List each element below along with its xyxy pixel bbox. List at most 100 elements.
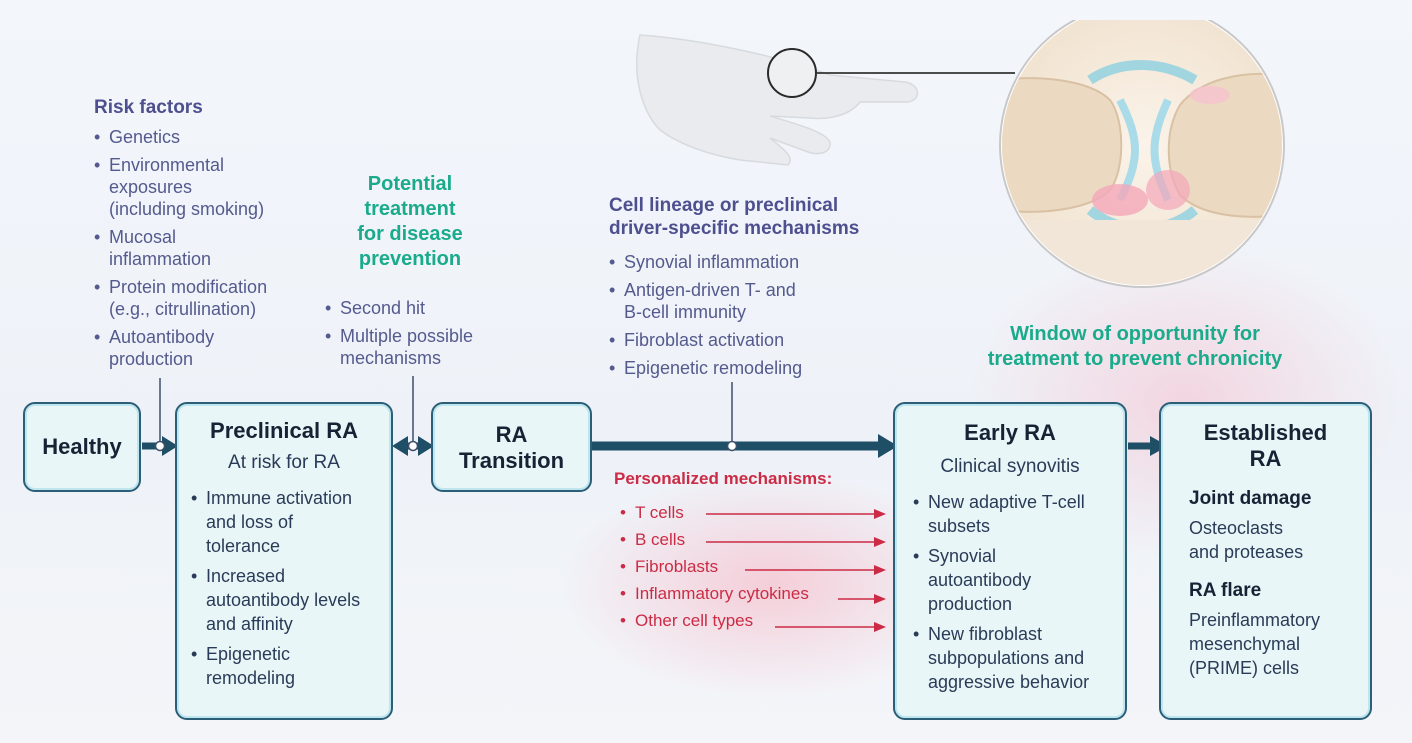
personalized-mechanism-item: Inflammatory cytokines xyxy=(620,584,860,611)
preclinical-list: Immune activation and loss of toleranceInc… xyxy=(191,486,391,690)
hand-icon xyxy=(636,34,919,166)
established-section-line: (PRIME) cells xyxy=(1189,658,1300,678)
preclinical-item: Epigenetic remodeling xyxy=(191,642,391,690)
risk-factor-item-line: Protein modification xyxy=(109,277,268,297)
window-line: Window of opportunity for xyxy=(1010,323,1260,345)
transition-note-item-line: mechanisms xyxy=(340,348,442,368)
risk-factor-item-line: Genetics xyxy=(109,127,181,147)
risk-factor-item-line: Environmental xyxy=(109,155,225,175)
preclinical-item-line: remodeling xyxy=(206,668,296,688)
personalized-mechanism-item: B cells xyxy=(620,530,860,557)
established-section-heading: Joint damage xyxy=(1189,488,1312,509)
cell-lineage-item: Fibroblast activation xyxy=(609,329,869,351)
healthy-title: Healthy xyxy=(42,434,122,459)
risk-factor-item-line: (e.g., citrullination) xyxy=(109,299,257,319)
personalized-mechanism-item: Other cell types xyxy=(620,611,860,638)
risk-factors-heading: Risk factors xyxy=(94,97,203,118)
risk-factor-item: Genetics xyxy=(94,126,324,148)
cell-lineage-title-line: Cell lineage or preclinical xyxy=(609,195,839,216)
preclinical-item: Immune activation and loss of tolerance xyxy=(191,486,391,558)
early-item: New adaptive T-cell subsets xyxy=(913,490,1125,538)
cell-lineage-item-line: Fibroblast activation xyxy=(624,330,785,350)
preclinical-item-line: and affinity xyxy=(206,614,293,634)
established-section-line: Preinflammatory xyxy=(1189,610,1321,630)
cell-lineage-list: Synovial inflammationAntigen-driven T- a… xyxy=(609,251,869,385)
preclinical-ra-box: Preclinical RA At risk for RA Immune act… xyxy=(175,402,393,720)
early-item-line: subpopulations and xyxy=(928,648,1085,668)
preclinical-item-line: and loss of xyxy=(206,512,294,532)
personalized-mechanism-item: Fibroblasts xyxy=(620,557,860,584)
risk-factor-item-line: Autoantibody xyxy=(109,327,215,347)
transition-note-item-line: Multiple possible xyxy=(340,326,474,346)
preclinical-item: Increased autoantibody levels and affinity xyxy=(191,564,391,636)
established-section-line: Osteoclasts xyxy=(1189,518,1284,538)
early-item: New fibroblast subpopulations and aggressi… xyxy=(913,622,1125,694)
established-section-line: and proteases xyxy=(1189,542,1304,562)
preclinical-subtitle: At risk for RA xyxy=(228,452,340,473)
prevention-line: prevention xyxy=(358,248,462,270)
established-section-heading: RA flare xyxy=(1189,580,1262,601)
preclinical-item-line: autoantibody levels xyxy=(206,590,361,610)
cell-lineage-item: Synovial inflammation xyxy=(609,251,869,273)
preclinical-item-line: Increased xyxy=(206,566,286,586)
prevention-line: for disease xyxy=(357,223,463,245)
hand-joint-illustration xyxy=(636,20,1285,288)
risk-factor-item-line: (including smoking) xyxy=(109,199,265,219)
early-subtitle: Clinical synovitis xyxy=(940,456,1080,477)
cell-lineage-title-line: driver-specific mechanisms xyxy=(609,218,860,239)
transition-note-item-line: Second hit xyxy=(340,298,426,318)
transition-title-line: RA xyxy=(495,422,528,447)
early-item-line: aggressive behavior xyxy=(928,672,1090,692)
preclinical-item-line: tolerance xyxy=(206,536,281,556)
early-title: Early RA xyxy=(964,420,1056,445)
personalized-mechanism-item: T cells xyxy=(620,503,860,530)
cell-lineage-item-line: Epigenetic remodeling xyxy=(624,358,803,378)
preclinical-item-line: Epigenetic xyxy=(206,644,291,664)
transition-title-line: Transition xyxy=(458,448,565,473)
window-of-opportunity-label: Window of opportunity for treatment to pr… xyxy=(960,322,1310,372)
early-item-line: New adaptive T-cell xyxy=(928,492,1085,512)
established-section-body: Osteoclasts and proteases xyxy=(1189,516,1370,564)
cell-lineage-item-line: Synovial inflammation xyxy=(624,252,800,272)
risk-factor-item-line: production xyxy=(109,349,194,369)
window-line: treatment to prevent chronicity xyxy=(987,348,1283,370)
risk-factor-item-line: inflammation xyxy=(109,249,212,269)
risk-factors-list: GeneticsEnvironmentalexposures(including… xyxy=(94,126,324,376)
healthy-box: Healthy xyxy=(23,402,141,492)
early-ra-box: Early RA Clinical synovitis New adaptive… xyxy=(893,402,1127,720)
early-item-line: Synovial xyxy=(928,546,997,566)
established-section-line: mesenchymal xyxy=(1189,634,1301,654)
early-item-line: production xyxy=(928,594,1013,614)
early-item-line: subsets xyxy=(928,516,991,536)
early-list: New adaptive T-cell subsetsSynovialautoan… xyxy=(913,490,1125,694)
preclinical-item-line: Immune activation xyxy=(206,488,353,508)
preclinical-title: Preclinical RA xyxy=(210,418,358,443)
personalized-mechanisms-list: T cellsB cellsFibroblastsInflammatory cy… xyxy=(620,503,860,638)
cell-lineage-item: Epigenetic remodeling xyxy=(609,357,869,379)
cell-lineage-item-line: B-cell immunity xyxy=(624,302,747,322)
personalized-mechanisms-heading: Personalized mechanisms: xyxy=(614,469,833,488)
joint-cross-section-icon xyxy=(999,20,1285,288)
early-item-line: New fibroblast xyxy=(928,624,1043,644)
risk-factor-item: Protein modification(e.g., citrullinatio… xyxy=(94,276,324,320)
risk-factor-item-line: exposures xyxy=(109,177,193,197)
cell-lineage-item-line: Antigen-driven T- and xyxy=(624,280,796,300)
transition-note-item: Second hit xyxy=(325,297,525,319)
established-title-line: Established xyxy=(1203,420,1328,445)
established-title-line: RA xyxy=(1249,446,1282,471)
risk-factor-item-line: Mucosal xyxy=(109,227,177,247)
